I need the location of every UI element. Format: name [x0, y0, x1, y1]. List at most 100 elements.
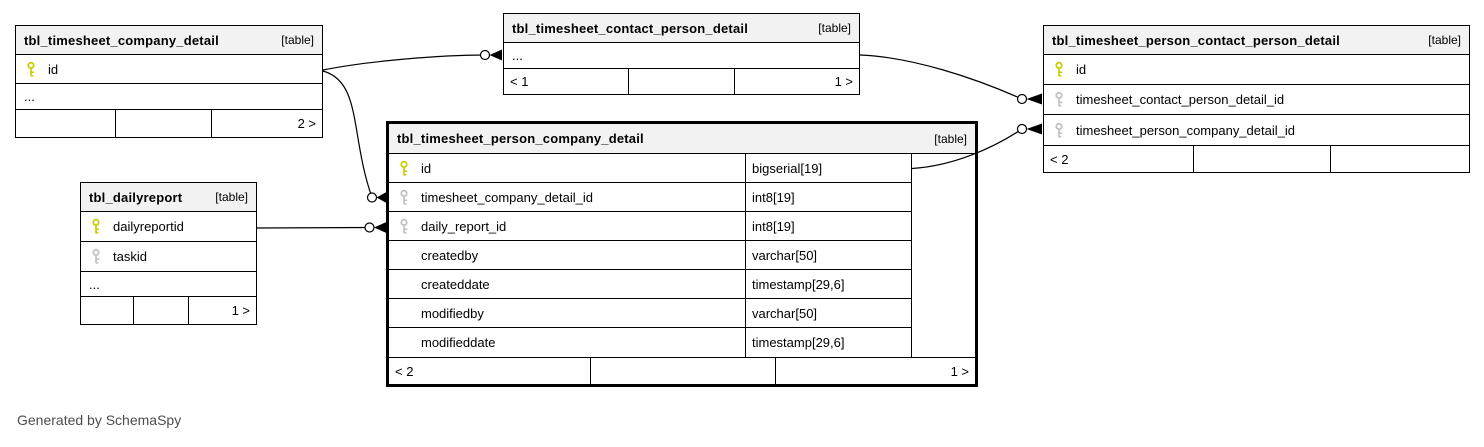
table-type-badge: [table] [215, 190, 248, 204]
column-name: id [48, 61, 59, 77]
table-footer: < 1 1 > [504, 68, 859, 94]
column-name: ... [512, 48, 523, 63]
table-type-badge: [table] [934, 131, 967, 146]
footer-cell [81, 297, 134, 324]
column-name: dailyreportid [113, 219, 184, 234]
table-tbl_timesheet_company_detail[interactable]: tbl_timesheet_company_detail [table] id.… [15, 25, 323, 138]
column-name: timesheet_company_detail_id [421, 189, 593, 205]
no-key-spacer [399, 276, 409, 293]
table-name[interactable]: tbl_timesheet_company_detail [24, 32, 219, 48]
table-name[interactable]: tbl_timesheet_person_contact_person_deta… [1052, 32, 1340, 48]
column-type: timestamp[29,6] [745, 270, 921, 298]
footer-cell[interactable]: < 2 [1044, 146, 1194, 172]
footer-cell [134, 297, 189, 324]
column-type: varchar[50] [745, 299, 921, 327]
footer-cell [16, 110, 116, 137]
table-header: tbl_timesheet_company_detail [table] [16, 26, 322, 55]
table-footer: < 2 [1044, 145, 1469, 172]
table-footer: 2 > [16, 109, 322, 137]
table-columns: ... [504, 43, 859, 68]
footer-cell [591, 358, 776, 384]
foreign-key-icon [1055, 122, 1063, 138]
no-key-spacer [399, 247, 409, 264]
edge-company-to-person-company [322, 70, 387, 203]
footer-cell [1194, 146, 1331, 172]
edge-contact-person-to-person-contact-person [859, 54, 1042, 105]
footer-cell[interactable]: < 1 [504, 69, 629, 94]
foreign-key-icon [400, 218, 408, 234]
table-tbl_timesheet_person_company_detail[interactable]: tbl_timesheet_person_company_detail [tab… [386, 121, 978, 387]
foreign-key-icon [400, 189, 408, 205]
table-type-badge: [table] [281, 33, 314, 47]
no-key-spacer [399, 305, 409, 322]
primary-key-icon [400, 160, 408, 176]
foreign-key-icon [92, 248, 100, 264]
footer-cell [1331, 146, 1469, 172]
table-header: tbl_timesheet_person_company_detail [tab… [389, 124, 975, 154]
table-tbl_dailyreport[interactable]: tbl_dailyreport [table] dailyreportid tas… [80, 182, 257, 325]
table-name[interactable]: tbl_dailyreport [89, 189, 183, 205]
no-key-spacer [399, 334, 409, 351]
column-row: timesheet_person_company_detail_id [1044, 115, 1469, 145]
column-name: id [421, 160, 432, 176]
footer-cell [629, 69, 735, 94]
table-type-badge: [table] [1428, 33, 1461, 47]
edge-dailyreport-to-person-company [256, 222, 387, 233]
column-row: timesheet_contact_person_detail_id [1044, 85, 1469, 115]
table-tbl_timesheet_contact_person_detail[interactable]: tbl_timesheet_contact_person_detail [tab… [503, 13, 860, 95]
footer-cell[interactable]: 1 > [950, 363, 969, 379]
table-columns: id... [16, 55, 322, 109]
table-footer: < 2 1 > [389, 357, 975, 384]
table-footer: 1 > [81, 296, 256, 324]
primary-key-icon [27, 61, 35, 77]
column-row: id [1044, 55, 1469, 85]
column-type: int8[19] [745, 212, 921, 240]
table-name[interactable]: tbl_timesheet_contact_person_detail [512, 20, 749, 36]
column-type: int8[19] [745, 183, 921, 211]
table-header: tbl_timesheet_contact_person_detail [tab… [504, 14, 859, 43]
column-row: dailyreportid [81, 212, 256, 242]
table-header: tbl_dailyreport [table] [81, 183, 256, 212]
column-name: taskid [113, 249, 147, 264]
column-name: ... [24, 89, 35, 104]
column-name: modifiedby [421, 305, 484, 321]
column-name: timesheet_contact_person_detail_id [1076, 92, 1285, 107]
column-type: timestamp[29,6] [745, 328, 921, 357]
column-name: modifieddate [421, 335, 496, 350]
column-row: id [16, 55, 322, 84]
footer-cell[interactable]: < 2 [389, 358, 591, 384]
table-columns: dailyreportid taskid... [81, 212, 256, 296]
foreign-key-icon [1055, 91, 1063, 107]
column-type: varchar[50] [745, 241, 921, 269]
column-name: createddate [421, 276, 490, 292]
column-name: createdby [421, 247, 479, 263]
table-name[interactable]: tbl_timesheet_person_company_detail [397, 131, 644, 146]
column-row: taskid [81, 242, 256, 272]
more-columns-row: ... [16, 84, 322, 109]
column-name: timesheet_person_company_detail_id [1076, 122, 1295, 138]
more-columns-row: ... [504, 43, 859, 68]
table-tbl_timesheet_person_contact_person_detail[interactable]: tbl_timesheet_person_contact_person_deta… [1043, 25, 1470, 173]
footer-cell[interactable]: 1 > [834, 74, 853, 89]
primary-key-icon [92, 218, 100, 234]
column-type: bigserial[19] [745, 154, 921, 182]
footer-cell[interactable]: 2 > [297, 116, 316, 131]
primary-key-icon [1055, 61, 1063, 77]
column-name: daily_report_id [421, 218, 507, 234]
column-name: id [1076, 62, 1087, 77]
column-name: ... [89, 276, 100, 292]
generator-note: Generated by SchemaSpy [17, 412, 182, 428]
table-header: tbl_timesheet_person_contact_person_deta… [1044, 26, 1469, 55]
footer-cell[interactable]: 1 > [231, 303, 250, 318]
edge-company-to-contact-person [322, 49, 502, 71]
